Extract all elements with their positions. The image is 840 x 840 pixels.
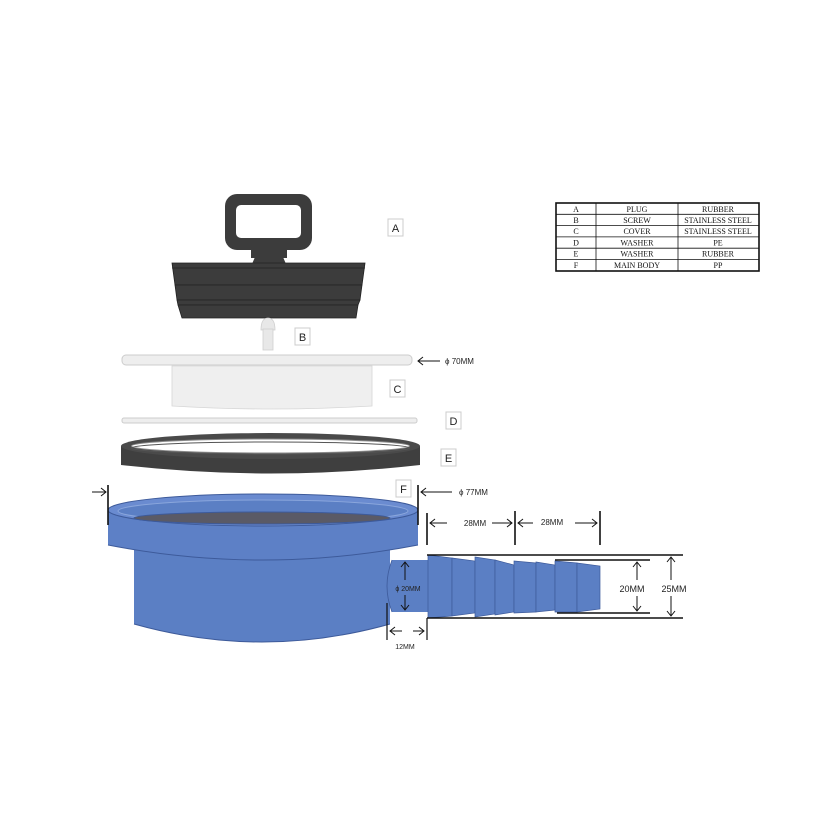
part-c-cover — [121, 354, 413, 410]
svg-text:WASHER: WASHER — [621, 239, 655, 248]
svg-text:PP: PP — [714, 261, 723, 270]
part-e-washer-rubber — [121, 433, 420, 474]
dimension-cover-diameter: ϕ 70MM — [445, 357, 474, 366]
part-a-plug — [171, 194, 366, 319]
svg-text:RUBBER: RUBBER — [702, 250, 735, 259]
part-f-main-body — [107, 493, 428, 643]
dimension-inner-hose: 20MM — [619, 584, 644, 594]
svg-text:STAINLESS STEEL: STAINLESS STEEL — [684, 227, 752, 236]
svg-text:PE: PE — [713, 239, 722, 248]
dimension-outer-hose: 25MM — [661, 584, 686, 594]
dimension-outlet-length: 12MM — [395, 644, 415, 651]
svg-text:STAINLESS STEEL: STAINLESS STEEL — [684, 216, 752, 225]
label-box-d — [445, 411, 462, 430]
svg-text:A: A — [573, 205, 579, 214]
table-row: B SCREW STAINLESS STEEL — [573, 216, 752, 225]
svg-text:COVER: COVER — [623, 227, 651, 236]
label-c: C — [394, 384, 402, 396]
dimension-segment-2: 28MM — [541, 518, 564, 527]
label-box-e — [440, 448, 457, 467]
parts-table: A PLUG RUBBER B SCREW STAINLESS STEEL C … — [555, 202, 760, 272]
dimension-segment-1: 28MM — [464, 519, 487, 528]
dimension-body-diameter: ϕ 77MM — [459, 488, 488, 497]
label-box-c — [389, 379, 406, 398]
svg-text:C: C — [573, 227, 578, 236]
svg-text:F: F — [574, 261, 579, 270]
label-a: A — [392, 223, 400, 235]
part-b-screw — [260, 317, 276, 351]
label-box-f — [395, 479, 412, 498]
label-d: D — [450, 416, 458, 428]
table-row: A PLUG RUBBER — [573, 205, 735, 214]
table-row: C COVER STAINLESS STEEL — [573, 227, 752, 236]
label-box-a — [387, 218, 404, 237]
svg-text:PLUG: PLUG — [627, 205, 648, 214]
svg-text:MAIN BODY: MAIN BODY — [614, 261, 660, 270]
svg-text:D: D — [573, 239, 579, 248]
svg-text:WASHER: WASHER — [621, 250, 655, 259]
label-f: F — [400, 484, 407, 496]
table-row: F MAIN BODY PP — [574, 261, 723, 270]
svg-text:E: E — [574, 250, 579, 259]
dimension-outlet-diameter: ϕ 20MM — [395, 586, 420, 593]
svg-text:SCREW: SCREW — [623, 216, 651, 225]
hose-barb — [427, 554, 601, 619]
svg-text:RUBBER: RUBBER — [702, 205, 735, 214]
table-row: E WASHER RUBBER — [574, 250, 735, 259]
part-d-washer-pe — [121, 417, 418, 424]
label-box-b — [294, 327, 311, 346]
table-row: D WASHER PE — [573, 239, 723, 248]
label-b: B — [299, 332, 306, 344]
svg-text:B: B — [573, 216, 578, 225]
label-e: E — [445, 453, 452, 465]
